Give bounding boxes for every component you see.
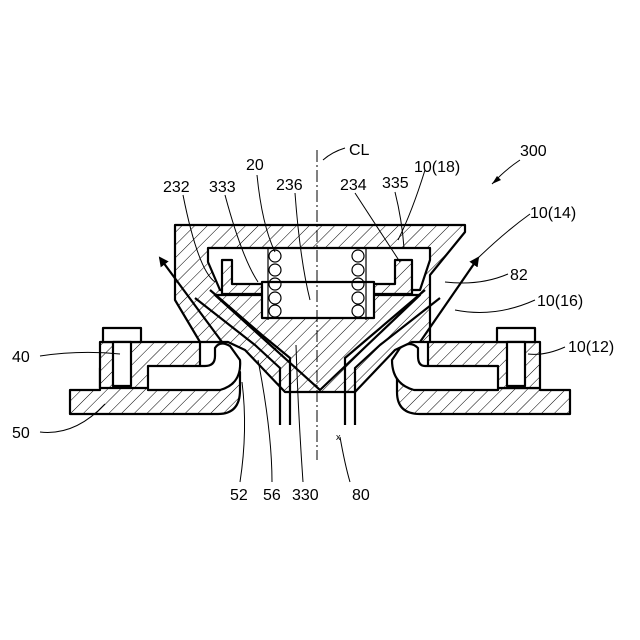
label-cl: CL (349, 142, 370, 159)
label-10-16: 10(16) (537, 293, 583, 310)
label-10-14: 10(14) (530, 205, 576, 222)
label-40: 40 (12, 349, 30, 366)
bolt-right-shank (507, 342, 525, 386)
label-80: 80 (352, 487, 370, 504)
label-300: 300 (520, 143, 547, 160)
label-56: 56 (263, 487, 281, 504)
label-234: 234 (340, 177, 367, 194)
label-50: 50 (12, 425, 30, 442)
label-52: 52 (230, 487, 248, 504)
spring-holder (262, 282, 374, 318)
label-82: 82 (510, 267, 528, 284)
label-10-12: 10(12) (568, 339, 614, 356)
label-333: 333 (209, 179, 236, 196)
label-232: 232 (163, 179, 190, 196)
label-20: 20 (246, 157, 264, 174)
label-x-mark: x (336, 432, 341, 442)
label-236: 236 (276, 177, 303, 194)
label-330: 330 (292, 487, 319, 504)
bolt-left-head (103, 328, 141, 342)
label-335: 335 (382, 175, 409, 192)
bolt-right-head (497, 328, 535, 342)
label-10-18: 10(18) (414, 159, 460, 176)
bolt-left-shank (113, 342, 131, 386)
